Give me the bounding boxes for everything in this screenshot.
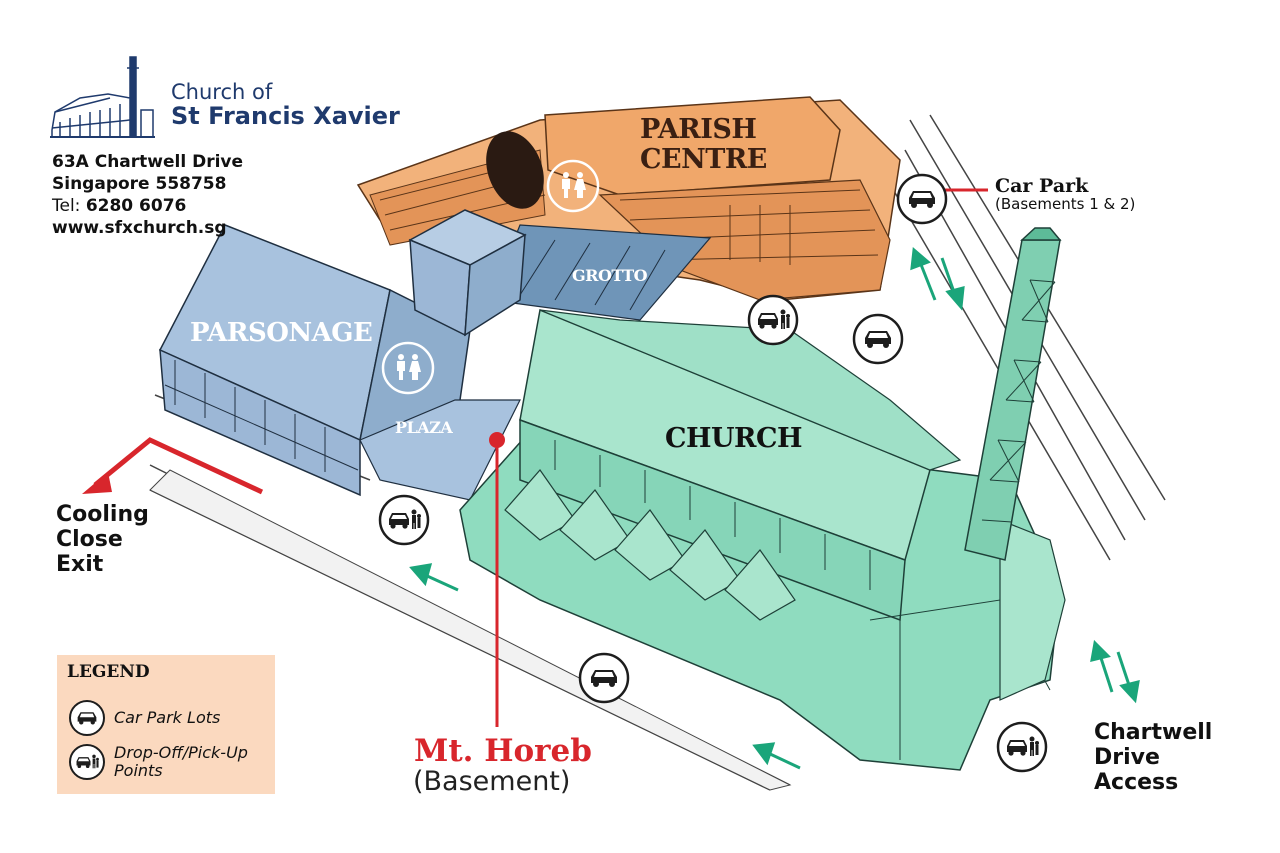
exit-line: Close (56, 527, 123, 552)
sidewalk (149, 469, 792, 791)
grotto-label: GROTTO (572, 266, 648, 285)
car-park-label: Car Park (995, 175, 1089, 197)
access-line: Drive (1094, 745, 1160, 770)
legend-row-drop-off: Drop-Off/Pick-Up Points (68, 743, 248, 781)
car-icon (852, 313, 904, 365)
car-icon (578, 652, 630, 704)
mt-horeb-marker (489, 432, 505, 727)
address-city: Singapore 558758 (52, 174, 227, 194)
car-park-sub: (Basements 1 & 2) (995, 195, 1136, 213)
exit-line: Exit (56, 552, 104, 577)
arrow-icon (82, 437, 264, 495)
tel-value: 6280 6076 (85, 196, 187, 216)
church-spire (964, 227, 1062, 561)
legend-row-car-park: Car Park Lots (68, 699, 220, 737)
plaza-label: PLAZA (395, 418, 453, 437)
address-tel: Tel: 6280 6076 (52, 195, 243, 217)
drop-off-icon (69, 744, 105, 780)
parish-centre-label-line1: PARISH (640, 114, 757, 145)
tel-label: Tel: (52, 196, 81, 216)
church-building (459, 308, 1066, 771)
legend-title: LEGEND (67, 662, 150, 682)
car-icon (896, 173, 948, 225)
legend-car-park-label: Car Park Lots (114, 708, 221, 727)
access-line: Chartwell (1094, 720, 1213, 745)
mt-horeb-title: Mt. Horeb (414, 733, 592, 769)
website-link[interactable]: www.sfxchurch.sg (52, 218, 227, 238)
legend-drop-off-text: Drop-Off/Pick-Up Points (114, 744, 248, 780)
car-icon (69, 700, 105, 736)
drop-off-icon (747, 294, 799, 346)
parish-centre-label: PARISH CENTRE (640, 114, 767, 175)
parsonage-label: PARSONAGE (190, 318, 373, 348)
legend-box: LEGEND Car Park Lots Drop-Off/Pick-Up Po… (57, 655, 275, 794)
legend-drop-off-line2: Points (114, 761, 163, 780)
restroom-icon (381, 341, 435, 395)
arrow-icon (409, 563, 801, 770)
drop-off-icon (378, 494, 430, 546)
restroom-icon (546, 159, 600, 213)
legend-drop-off-line1: Drop-Off/Pick-Up (114, 743, 248, 762)
drop-off-icon (996, 721, 1048, 773)
cooling-close-exit-label: Cooling Close Exit (56, 502, 149, 577)
arrow-icon (910, 247, 1140, 704)
address-block: 63A Chartwell Drive Singapore 558758 Tel… (52, 151, 243, 239)
parish-centre-label-line2: CENTRE (640, 144, 767, 175)
access-line: Access (1094, 770, 1179, 795)
brand-name: St Francis Xavier (171, 102, 400, 130)
address-street: 63A Chartwell Drive (52, 152, 244, 172)
brand-prefix: Church of (171, 80, 273, 104)
chartwell-access-label: Chartwell Drive Access (1094, 720, 1212, 795)
exit-line: Cooling (56, 502, 149, 527)
church-logo (50, 56, 155, 138)
legend-car-park-text: Car Park Lots (114, 709, 220, 727)
mt-horeb-sub: (Basement) (413, 766, 571, 797)
church-label: CHURCH (665, 423, 802, 454)
parsonage-building (158, 209, 527, 501)
